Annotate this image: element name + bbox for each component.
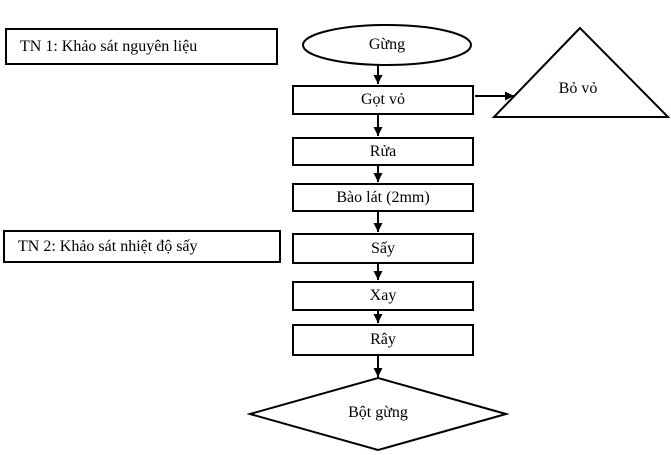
triangle-bo-vo — [491, 26, 671, 118]
node-say: Sấy — [292, 233, 474, 264]
experiment-label-tn1-text: TN 1: Khảo sát nguyên liệu — [20, 37, 198, 55]
node-xay: Xay — [292, 281, 474, 311]
node-ray: Rây — [292, 324, 474, 356]
experiment-label-tn2: TN 2: Khảo sát nhiệt độ sấy — [3, 230, 281, 263]
experiment-label-tn2-text: TN 2: Khảo sát nhiệt độ sấy — [18, 237, 198, 255]
diamond-bot-gung — [246, 376, 510, 452]
ellipse-gung — [302, 24, 472, 66]
node-got-vo: Gọt vỏ — [292, 85, 474, 115]
node-gung-label: Gừng — [368, 36, 406, 53]
experiment-label-tn1: TN 1: Khảo sát nguyên liệu — [5, 28, 278, 65]
node-bo-vo-label: Bỏ vỏ — [558, 80, 598, 97]
node-bao-lat: Bào lát (2mm) — [292, 183, 474, 212]
node-rua: Rửa — [292, 137, 474, 166]
node-bot-gung-label: Bột gừng — [348, 404, 408, 421]
